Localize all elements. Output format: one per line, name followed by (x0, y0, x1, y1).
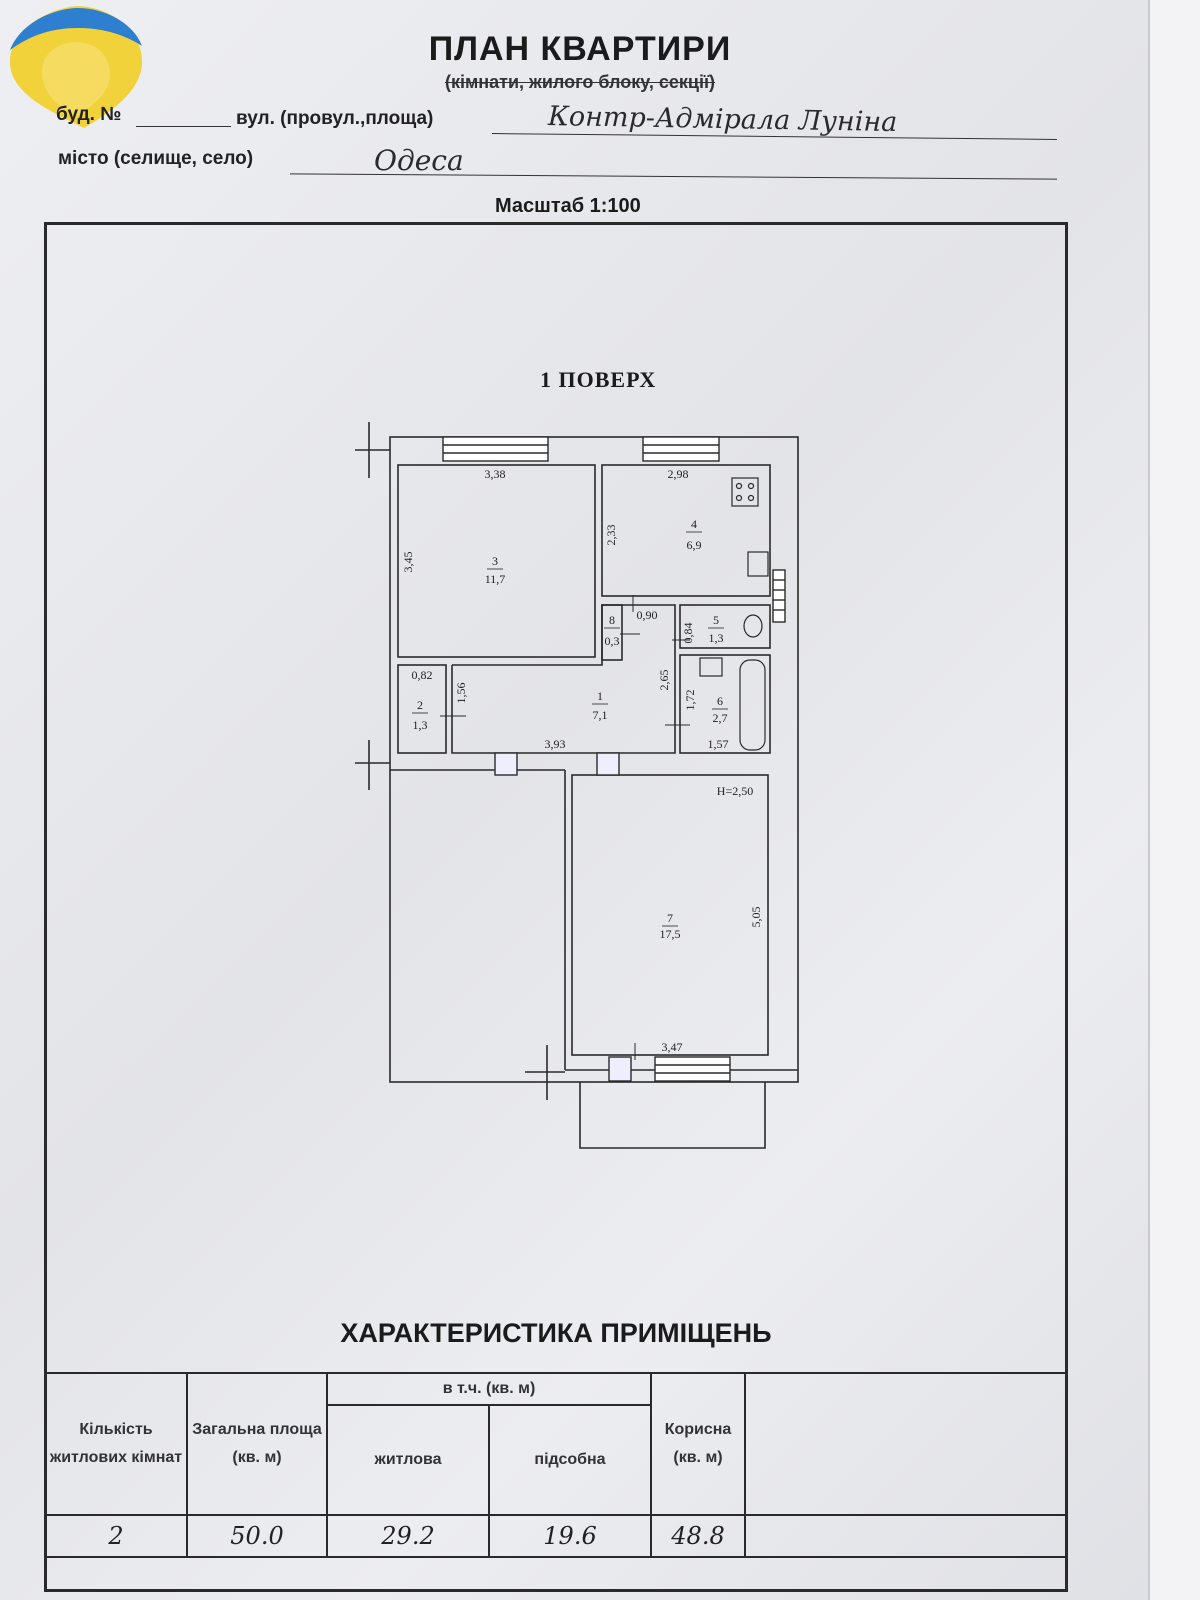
door (494, 752, 518, 776)
balcony-wall (579, 1082, 766, 1149)
room-5-wall (679, 604, 771, 649)
room-2-wall (397, 664, 447, 754)
window (642, 436, 720, 462)
room-5-number: 5 (713, 613, 719, 627)
floor-label: 1 ПОВЕРХ (540, 367, 657, 392)
dimension-label: 3,38 (485, 467, 506, 481)
living-area-header: житлова (326, 1404, 490, 1516)
dimension-label: 2,33 (604, 525, 618, 546)
dimension-label: 3,93 (545, 737, 566, 751)
room-6-area: 2,7 (713, 711, 728, 725)
room-6-wall (679, 654, 771, 754)
floor-plan: 3 11,7 4 6,9 8 0,3 5 1,3 2 1,3 1 7,1 6 2… (355, 422, 799, 1149)
total-area-header: Загальна площа (кв. м) (186, 1372, 328, 1516)
dimension-label: 5,05 (749, 907, 763, 928)
room-7-wall (571, 774, 769, 1056)
useful-area-header: Корисна (кв. м) (650, 1372, 746, 1516)
outer-wall (389, 436, 799, 1083)
dimension-label: 0,90 (637, 608, 658, 622)
room-5-area: 1,3 (709, 631, 724, 645)
page-fold (1148, 0, 1200, 1600)
room-8-number: 8 (609, 613, 615, 627)
document-subtitle: (кімнати, жилого блоку, секції) (444, 72, 716, 92)
blank-cell (744, 1514, 1068, 1558)
door (596, 752, 620, 776)
washbasin-icon (699, 657, 723, 677)
dimension-label: 2,65 (657, 670, 671, 691)
building-underline (136, 126, 231, 127)
agency-logo-icon (10, 6, 142, 128)
room-1-area: 7,1 (593, 708, 608, 722)
window (654, 1056, 731, 1082)
room-7-number: 7 (667, 911, 673, 925)
bathtub-icon (739, 659, 766, 751)
room-4-area: 6,9 (687, 538, 702, 552)
city-value: Одеса (374, 144, 464, 177)
room-7-area: 17,5 (660, 927, 681, 941)
building-label: буд. № (56, 104, 122, 125)
city-label: місто (селище, село) (58, 148, 254, 169)
dimension-label: 1,57 (708, 737, 729, 751)
useful-area-value: 48.8 (650, 1514, 746, 1558)
dimension-label: 0,84 (681, 623, 695, 644)
room-2-area: 1,3 (413, 718, 428, 732)
dimension-label: 1,56 (454, 683, 468, 704)
vent-grille (772, 569, 786, 623)
dimension-label: 3,47 (662, 1040, 683, 1054)
room-1-wall (451, 604, 676, 754)
rooms-count-header: Кількість житлових кімнат (44, 1372, 188, 1516)
room-2-number: 2 (417, 698, 423, 712)
scale-label: Масштаб 1:100 (495, 195, 641, 217)
characteristics-title: ХАРАКТЕРИСТИКА ПРИМІЩЕНЬ (340, 1318, 772, 1348)
street-label: вул. (провул.,площа) (236, 108, 434, 129)
room-6-number: 6 (717, 694, 723, 708)
sink-icon (747, 551, 769, 577)
blank-cell (744, 1372, 1068, 1516)
document-title: ПЛАН КВАРТИРИ (428, 30, 732, 68)
characteristics-table: Кількість житлових кімнат Загальна площа… (44, 1372, 1068, 1558)
total-area-value: 50.0 (186, 1514, 328, 1558)
room-1-number: 1 (597, 689, 603, 703)
plan-frame (44, 222, 1068, 1592)
room-3-area: 11,7 (485, 572, 506, 586)
room-8-area: 0,3 (605, 634, 620, 648)
rooms-count-value: 2 (44, 1514, 188, 1558)
dimension-label: 1,72 (683, 690, 697, 711)
including-header: в т.ч. (кв. м) (326, 1372, 652, 1406)
room-4-wall (601, 464, 771, 597)
auxiliary-area-header: підсобна (488, 1404, 652, 1516)
window (442, 436, 549, 462)
stove-icon (731, 477, 759, 507)
room-4-number: 4 (691, 517, 697, 531)
toilet-icon (743, 614, 763, 638)
door (608, 1056, 632, 1082)
dimension-label: 3,45 (401, 552, 415, 573)
room-3-number: 3 (492, 554, 498, 568)
ceiling-height: H=2,50 (717, 784, 753, 798)
living-area-value: 29.2 (326, 1514, 490, 1558)
room-3-wall (397, 464, 596, 658)
auxiliary-area-value: 19.6 (488, 1514, 652, 1558)
dimension-label: 0,82 (412, 668, 433, 682)
dimension-label: 2,98 (668, 467, 689, 481)
